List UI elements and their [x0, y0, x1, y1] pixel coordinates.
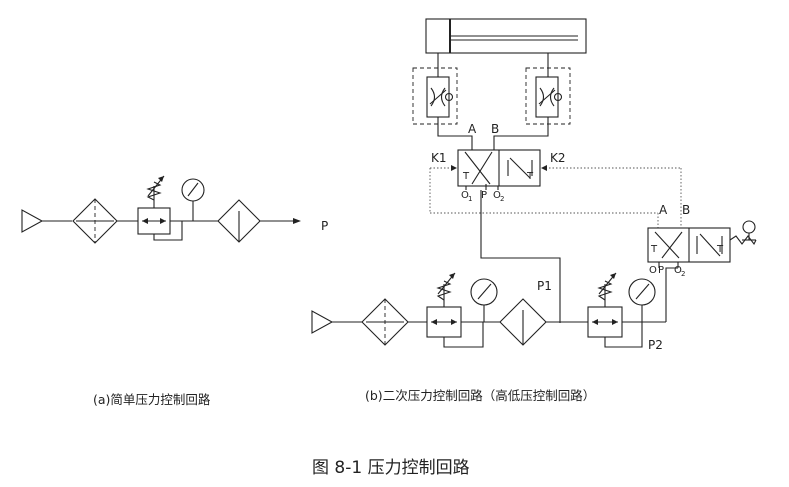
pressure-gauge-b1 [470, 278, 498, 322]
pipe-to-lower-valve [665, 267, 678, 322]
pilot-label-k2: K2 [550, 151, 566, 165]
circuit-a: P [21, 175, 328, 244]
valve-lower-port-t-left: T [650, 244, 658, 255]
caption-b: (b)二次压力控制回路（高低压控制回路） [365, 388, 595, 403]
pressure-regulator-b1 [426, 272, 484, 348]
valve-lower-port-a: A [659, 203, 668, 217]
valve-lower-port-p: P [658, 265, 664, 276]
valve-upper-port-t-left: T [462, 171, 470, 182]
pressure-label-p1: P1 [537, 279, 552, 293]
filter-symbol-b [361, 298, 409, 346]
pipe-port-a [437, 124, 473, 150]
air-source-symbol-b [311, 310, 334, 334]
valve-upper-port-a: A [468, 122, 477, 136]
pipe-p-supply [480, 190, 561, 323]
pressure-regulator-a [137, 175, 183, 241]
valve-upper-port-o1-sub: 1 [468, 195, 472, 203]
pressure-gauge-a [181, 178, 205, 221]
valve-upper-port-p: P [481, 190, 487, 201]
cylinder [425, 18, 587, 54]
valve-lower-port-o2: O [674, 265, 682, 276]
pipe-port-b [493, 124, 549, 150]
valve-upper-port-b: B [491, 122, 499, 136]
caption-a: (a)简单压力控制回路 [93, 392, 211, 407]
pilot-label-k1: K1 [431, 151, 447, 165]
directional-valve-lower [647, 220, 757, 268]
directional-valve-upper [457, 149, 541, 190]
valve-upper-port-o1: O [461, 190, 469, 201]
pressure-regulator-b2 [587, 272, 643, 348]
valve-lower-port-b: B [682, 203, 690, 217]
pilot-signal-lines [429, 165, 682, 228]
valve-upper-port-t-right: T [526, 171, 534, 182]
output-arrow-a [293, 218, 301, 224]
pressure-gauge-b2 [628, 278, 656, 322]
lubricator-symbol-a [217, 199, 261, 243]
air-source-symbol-a [21, 209, 44, 233]
valve-lower-port-o2-sub: 2 [681, 270, 685, 278]
flow-control-valve-left [412, 53, 458, 125]
pressure-label-p2: P2 [648, 338, 663, 352]
circuit-b: A B T T O 1 P O 2 K1 K2 [311, 18, 757, 352]
valve-lower-port-o: O [649, 265, 657, 276]
lubricator-symbol-b [499, 298, 547, 346]
valve-upper-port-o2-sub: 2 [500, 195, 504, 203]
valve-lower-port-t-right: T [716, 244, 724, 255]
figure-title: 图 8-1 压力控制回路 [312, 458, 470, 478]
flow-control-valve-right [525, 53, 571, 125]
valve-upper-port-o2: O [493, 190, 501, 201]
filter-symbol-a [72, 198, 118, 244]
port-label-p: P [321, 219, 328, 233]
